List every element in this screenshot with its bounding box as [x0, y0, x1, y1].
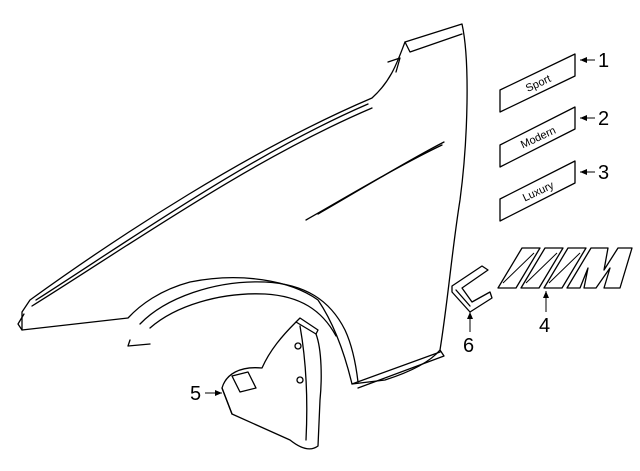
callout-4: 4 [539, 291, 550, 337]
callout-2-label: 2 [598, 108, 609, 130]
callout-3: 3 [580, 162, 609, 184]
m-emblem [497, 247, 633, 289]
bracket [451, 265, 493, 313]
callout-2: 2 [580, 108, 609, 130]
mud-flap [221, 317, 322, 450]
callout-5: 5 [190, 383, 222, 405]
callout-5-label: 5 [190, 383, 201, 405]
callout-4-label: 4 [539, 315, 550, 337]
badge-modern: Modern [499, 106, 576, 168]
badge-sport: Sport [499, 53, 576, 113]
callout-1-label: 1 [598, 50, 609, 72]
badge-luxury: Luxury [499, 160, 576, 222]
callout-3-label: 3 [598, 162, 609, 184]
callout-1: 1 [580, 50, 609, 72]
fender [17, 23, 468, 389]
callout-6-label: 6 [463, 335, 474, 357]
callout-6: 6 [463, 312, 474, 357]
